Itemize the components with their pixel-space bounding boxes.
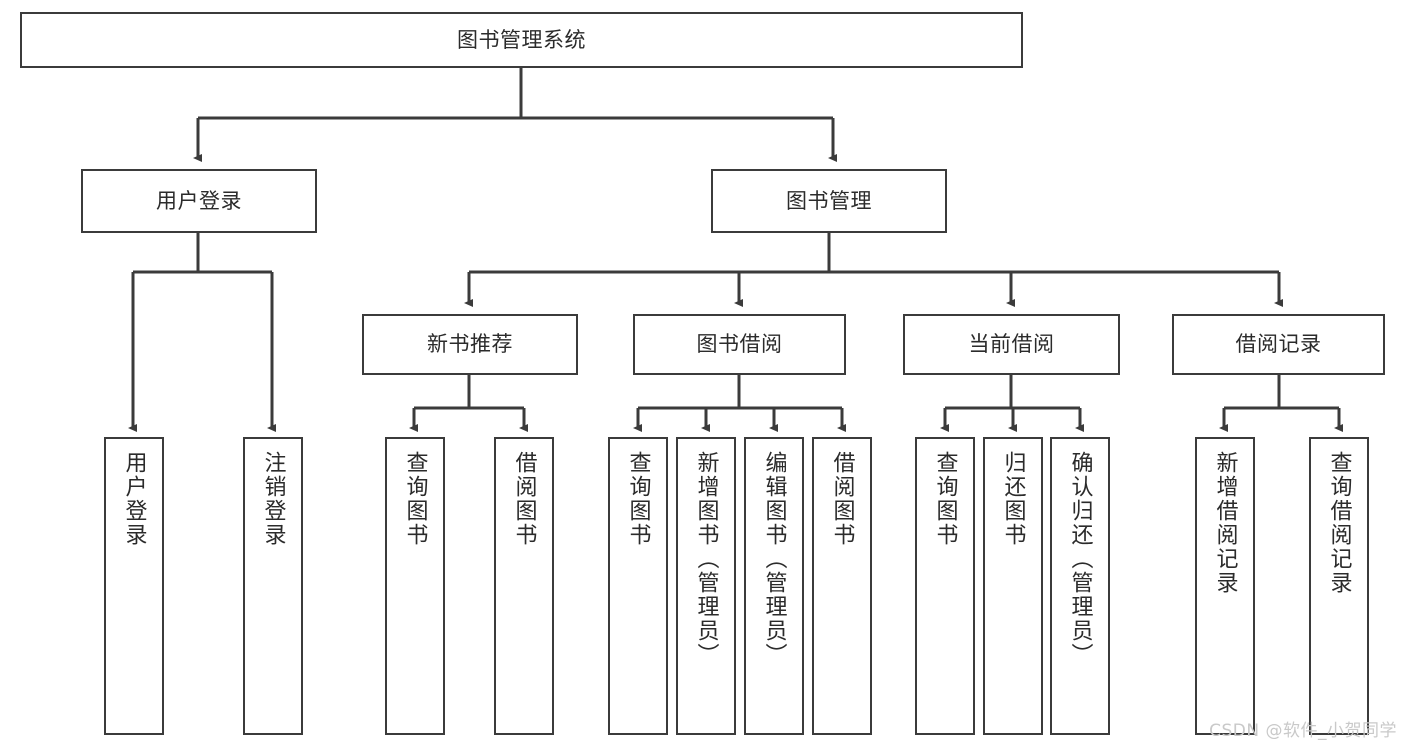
- leaf-record-query-record[interactable]: 查询借阅记录: [1309, 437, 1369, 735]
- node-label: 新增图书（管理员）: [693, 451, 719, 667]
- node-label: 用户登录: [121, 451, 147, 547]
- leaf-user-login-signout[interactable]: 注销登录: [243, 437, 303, 735]
- node-label: 编辑图书（管理员）: [761, 451, 787, 667]
- node-label: 查询图书: [625, 451, 651, 547]
- leaf-recommend-query-book[interactable]: 查询图书: [385, 437, 445, 735]
- leaf-user-login-signin[interactable]: 用户登录: [104, 437, 164, 735]
- node-label: 查询图书: [932, 451, 958, 547]
- node-current-borrow[interactable]: 当前借阅: [903, 314, 1120, 375]
- node-label: 借阅图书: [829, 451, 855, 547]
- node-label: 新书推荐: [427, 332, 513, 357]
- node-label: 注销登录: [260, 451, 286, 547]
- node-book-borrow[interactable]: 图书借阅: [633, 314, 846, 375]
- node-label: 图书管理系统: [457, 27, 586, 52]
- node-label: 借阅图书: [511, 451, 537, 547]
- node-label: 图书借阅: [696, 332, 783, 357]
- leaf-borrow-query-book[interactable]: 查询图书: [608, 437, 668, 735]
- node-label: 图书管理: [786, 188, 872, 213]
- watermark-text: CSDN @软件_小贺同学: [1209, 721, 1397, 741]
- leaf-borrow-edit-book-admin[interactable]: 编辑图书（管理员）: [744, 437, 804, 735]
- node-label: 归还图书: [1000, 451, 1026, 547]
- node-root-system[interactable]: 图书管理系统: [20, 12, 1023, 68]
- node-label: 查询图书: [402, 451, 428, 547]
- leaf-recommend-borrow-book[interactable]: 借阅图书: [494, 437, 554, 735]
- node-label: 查询借阅记录: [1326, 451, 1352, 595]
- node-borrow-record[interactable]: 借阅记录: [1172, 314, 1385, 375]
- leaf-current-return-book[interactable]: 归还图书: [983, 437, 1043, 735]
- leaf-borrow-borrow-book[interactable]: 借阅图书: [812, 437, 872, 735]
- leaf-current-query-book[interactable]: 查询图书: [915, 437, 975, 735]
- leaf-record-add-record[interactable]: 新增借阅记录: [1195, 437, 1255, 735]
- node-label: 当前借阅: [968, 332, 1055, 357]
- node-label: 用户登录: [156, 188, 242, 213]
- node-book-management[interactable]: 图书管理: [711, 169, 947, 233]
- leaf-borrow-add-book-admin[interactable]: 新增图书（管理员）: [676, 437, 736, 735]
- node-user-login[interactable]: 用户登录: [81, 169, 317, 233]
- node-label: 确认归还（管理员）: [1067, 451, 1093, 667]
- node-new-book-recommend[interactable]: 新书推荐: [362, 314, 578, 375]
- leaf-current-confirm-return-admin[interactable]: 确认归还（管理员）: [1050, 437, 1110, 735]
- node-label: 借阅记录: [1235, 332, 1322, 357]
- node-label: 新增借阅记录: [1212, 451, 1238, 595]
